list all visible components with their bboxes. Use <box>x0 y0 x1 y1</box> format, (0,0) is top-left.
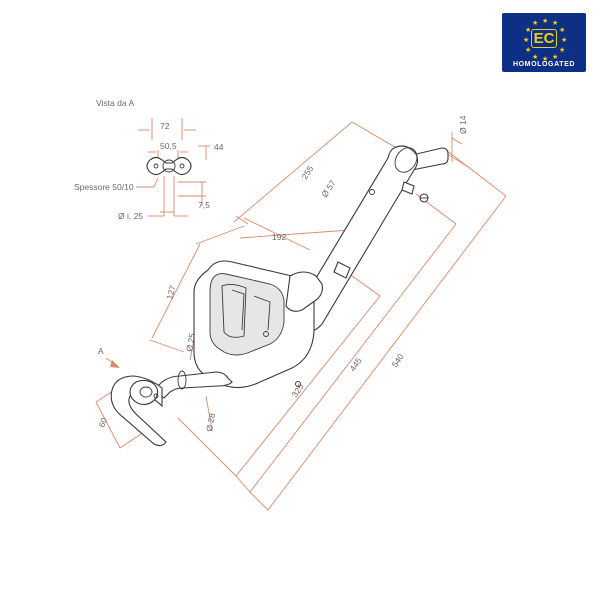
star-icon: ★ <box>532 54 539 61</box>
star-icon: ★ <box>559 47 566 54</box>
dim-445: 445 <box>347 356 363 374</box>
dim-d57: Ø 57 <box>319 178 338 199</box>
thickness-label: Spessore 50/10 <box>74 182 134 192</box>
star-icon: ★ <box>542 18 549 25</box>
exhaust-flange <box>129 379 159 405</box>
dim-bore: Ø i. 25 <box>118 211 143 221</box>
dim-540: 540 <box>389 352 405 370</box>
star-icon: ★ <box>552 20 559 27</box>
dim-60: 60 <box>96 416 109 429</box>
ec-homologated-badge: ★ ★ ★ ★ ★ ★ ★ ★ ★ ★ ★ ★ EC HOMOLOGATED <box>502 13 586 72</box>
dim-d14: Ø 14 <box>458 115 468 134</box>
star-icon: ★ <box>525 27 532 34</box>
exhaust-part <box>110 145 449 447</box>
dim-72: 72 <box>160 121 170 131</box>
dim-192: 192 <box>272 232 286 242</box>
star-icon: ★ <box>523 37 530 44</box>
dim-7-5: 7,5 <box>198 200 210 210</box>
dim-127: 127 <box>164 284 177 301</box>
view-a-title: Vista da A <box>96 98 134 108</box>
header-pipe <box>153 371 233 399</box>
dim-255: 255 <box>299 164 315 182</box>
dim-50-5: 50,5 <box>160 141 177 151</box>
ec-mark: EC <box>502 29 586 48</box>
arrow-a-label: A <box>98 346 104 356</box>
star-icon: ★ <box>552 54 559 61</box>
ec-caption: HOMOLOGATED <box>512 61 576 68</box>
dim-44: 44 <box>214 142 224 152</box>
star-icon: ★ <box>525 47 532 54</box>
dim-d28: Ø 28 <box>204 412 217 432</box>
flange-outline <box>146 156 192 176</box>
star-icon: ★ <box>542 56 549 63</box>
view-a-detail: Vista da A 72 50,5 44 Spessore 50/10 7,5 <box>74 98 224 221</box>
star-icon: ★ <box>532 20 539 27</box>
dim-325: 325 <box>289 382 305 400</box>
star-icon: ★ <box>559 27 566 34</box>
star-icon: ★ <box>561 37 568 44</box>
